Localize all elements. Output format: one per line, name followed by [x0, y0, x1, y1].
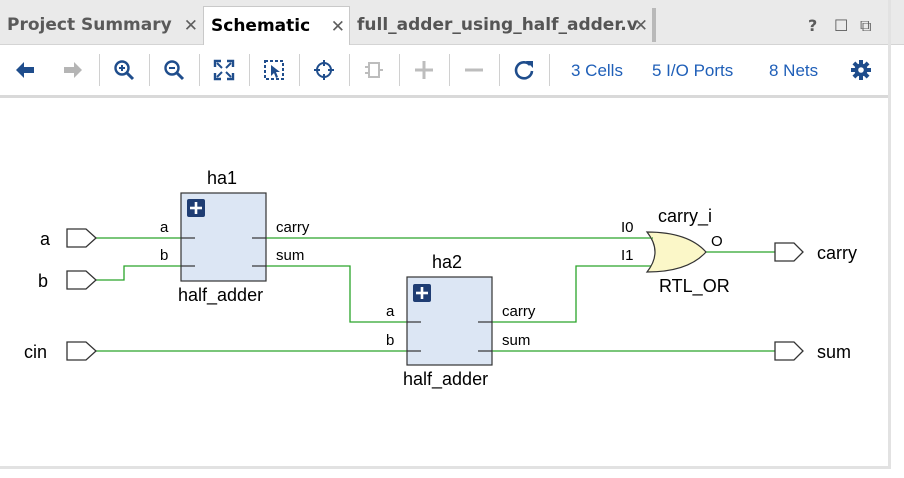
toolbar-divider — [99, 54, 100, 86]
close-icon[interactable]: ✕ — [183, 16, 198, 36]
tab-label: full_adder_using_half_adder.v — [357, 15, 638, 35]
toolbar-divider — [499, 54, 500, 86]
close-icon[interactable]: ✕ — [633, 16, 648, 36]
panel-border-bottom — [0, 466, 891, 469]
ha1-cell-type: half_adder — [178, 285, 263, 306]
wires — [96, 237, 775, 352]
schematic-toolbar: 3 Cells 5 I/O Ports 8 Nets — [0, 45, 890, 98]
or-pin-i1: I1 — [621, 247, 634, 264]
expand-plus-icon — [409, 45, 439, 95]
expand-button[interactable] — [413, 284, 431, 302]
back-arrow-icon[interactable] — [10, 45, 40, 95]
toolbar-divider — [549, 54, 550, 86]
output-port-sum — [774, 341, 804, 361]
toolbar-divider — [149, 54, 150, 86]
output-label-sum: sum — [817, 342, 851, 362]
crosshair-icon[interactable] — [309, 45, 339, 95]
select-area-icon[interactable] — [259, 45, 289, 95]
io-ports-link[interactable]: 5 I/O Ports — [652, 61, 734, 80]
or-gate[interactable] — [645, 231, 707, 273]
tab-schematic[interactable]: Schematic ✕ — [203, 6, 350, 45]
schematic-canvas[interactable]: a b cin carry sum ha1 a b carry sum half… — [0, 98, 890, 466]
or-pin-i0: I0 — [621, 219, 634, 236]
ha2-pin-b: b — [386, 332, 394, 349]
forward-arrow-icon[interactable] — [58, 45, 88, 95]
collapse-icon — [359, 45, 389, 95]
tab-separator — [652, 8, 656, 42]
ha1-instance-name: ha1 — [207, 168, 237, 188]
ha2-block[interactable] — [406, 276, 493, 366]
input-label-a: a — [40, 229, 51, 249]
tab-label: Project Summary — [7, 15, 172, 35]
schematic-diagram[interactable]: a b cin carry sum ha1 a b carry sum half… — [0, 98, 890, 466]
ha1-pin-a: a — [160, 219, 169, 236]
gear-icon[interactable] — [846, 45, 876, 95]
refresh-icon[interactable] — [509, 45, 539, 95]
collapse-minus-icon — [459, 45, 489, 95]
input-port-cin — [66, 341, 97, 361]
tab-bar: Project Summary ✕ Schematic ✕ full_adder… — [0, 0, 904, 45]
input-label-cin: cin — [24, 342, 47, 362]
cells-link[interactable]: 3 Cells — [571, 61, 623, 80]
toolbar-divider — [399, 54, 400, 86]
ha1-pin-b: b — [160, 247, 168, 264]
input-port-b — [66, 270, 97, 290]
toolbar-divider — [249, 54, 250, 86]
ha2-pin-a: a — [386, 303, 395, 320]
zoom-fit-icon[interactable] — [209, 45, 239, 95]
ha2-cell-type: half_adder — [403, 369, 488, 390]
toolbar-divider — [199, 54, 200, 86]
ha2-instance-name: ha2 — [432, 252, 462, 272]
ha1-pin-carry: carry — [276, 219, 310, 236]
wire-ha2-carry — [492, 265, 652, 323]
ha1-pin-sum: sum — [276, 247, 304, 264]
wire-ha1-sum — [266, 265, 407, 323]
wire-b — [96, 265, 181, 281]
toolbar-divider — [299, 54, 300, 86]
toolbar-divider — [349, 54, 350, 86]
or-pin-o: O — [711, 233, 723, 250]
nets-link[interactable]: 8 Nets — [769, 61, 819, 80]
ha2-pin-sum: sum — [502, 332, 530, 349]
ha2-pin-carry: carry — [502, 303, 536, 320]
or-instance-name: carry_i — [658, 206, 712, 227]
zoom-out-icon[interactable] — [159, 45, 189, 95]
maximize-icon[interactable]: ☐ — [834, 16, 849, 35]
panel-border-right — [888, 0, 891, 466]
output-label-carry: carry — [817, 243, 857, 263]
expand-button[interactable] — [187, 199, 205, 217]
ha1-block[interactable] — [180, 192, 267, 282]
close-icon[interactable]: ✕ — [330, 17, 345, 37]
output-port-carry — [774, 242, 804, 262]
tab-verilog-file[interactable]: full_adder_using_half_adder.v ✕ — [350, 6, 652, 44]
input-port-a — [66, 228, 97, 248]
float-window-icon[interactable]: ⧉ — [860, 16, 872, 35]
input-label-b: b — [38, 271, 48, 291]
help-icon[interactable]: ? — [808, 16, 818, 35]
zoom-in-icon[interactable] — [109, 45, 139, 95]
tab-project-summary[interactable]: Project Summary ✕ — [0, 6, 202, 44]
tab-label: Schematic — [211, 16, 311, 36]
toolbar-divider — [449, 54, 450, 86]
or-cell-type: RTL_OR — [659, 276, 730, 297]
